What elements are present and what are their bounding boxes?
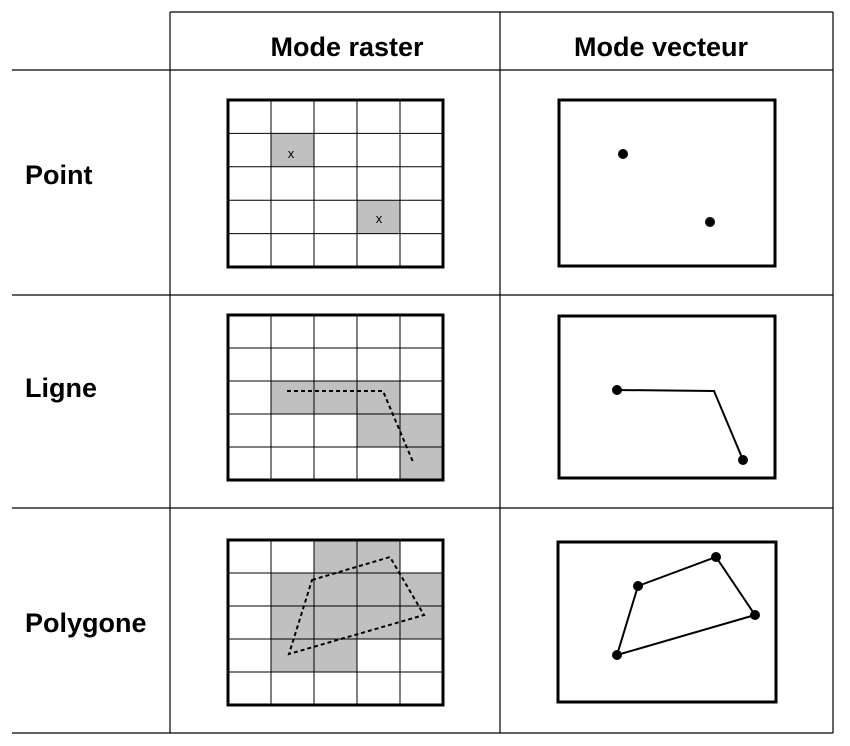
polygone-raster-frame: [226, 538, 445, 707]
polygone-filled-cell-1: [314, 540, 357, 573]
vector-frame-ligne: [557, 314, 777, 480]
ligne-raster-grid: [226, 313, 445, 482]
vector-polygon-vertex-4: [612, 650, 622, 660]
ligne-filled-cell-5: [400, 414, 443, 447]
polygone-filled-cell-9: [357, 606, 400, 639]
vector-line-vertex-1: [612, 385, 622, 395]
point-raster-grid: x x: [226, 98, 445, 269]
vector-polygon-vertex-3: [750, 610, 760, 620]
point-raster-frame: [226, 98, 445, 269]
polygone-filled-cell-12: [314, 639, 357, 672]
polygone-raster-grid: [226, 538, 445, 707]
vector-point-2: [705, 217, 715, 227]
polygone-vector-frame: [556, 540, 778, 704]
point-vector-frame: [557, 98, 777, 268]
raster-point-marker-1: x: [288, 146, 295, 161]
polygone-filled-cell-5: [357, 573, 400, 606]
vector-polygon-vertex-1: [633, 581, 643, 591]
table-lines: [12, 11, 834, 734]
vector-frame-polygone: [556, 540, 778, 704]
row-label-point: Point: [25, 160, 93, 190]
ligne-filled-cell-1: [271, 381, 314, 414]
row-label-polygone: Polygone: [25, 608, 147, 638]
vector-polygon-vertex-2: [711, 552, 721, 562]
header-mode-raster: Mode raster: [270, 32, 424, 62]
raster-dashed-line: [287, 390, 414, 463]
vector-line-vertex-2: [738, 455, 748, 465]
header-mode-vecteur: Mode vecteur: [574, 32, 749, 62]
polygone-filled-cell-7: [271, 606, 314, 639]
polygone-filled-cell-2: [357, 540, 400, 573]
ligne-filled-cell-4: [357, 414, 400, 447]
polygone-filled-cell-4: [314, 573, 357, 606]
vector-line-segments: [616, 389, 744, 461]
ligne-vector-frame: [557, 314, 777, 480]
vector-frame-point: [557, 98, 777, 268]
ligne-filled-cell-3: [357, 381, 400, 414]
polygone-filled-cell-11: [271, 639, 314, 672]
polygone-filled-cell-8: [314, 606, 357, 639]
vector-polygon-outline: [615, 555, 757, 657]
point-filled-cell-2: [357, 200, 400, 234]
ligne-filled-cell-2: [314, 381, 357, 414]
ligne-filled-cell-6: [400, 447, 443, 480]
polygone-filled-cell-3: [271, 573, 314, 606]
polygone-filled-cell-6: [400, 573, 443, 606]
raster-point-marker-2: x: [376, 211, 383, 226]
point-filled-cell-1: [271, 133, 314, 167]
vector-point-1: [618, 149, 628, 159]
polygone-filled-cell-10: [400, 606, 443, 639]
ligne-raster-frame: [226, 313, 445, 482]
raster-dashed-polygon: [287, 555, 426, 656]
row-label-ligne: Ligne: [25, 373, 97, 403]
